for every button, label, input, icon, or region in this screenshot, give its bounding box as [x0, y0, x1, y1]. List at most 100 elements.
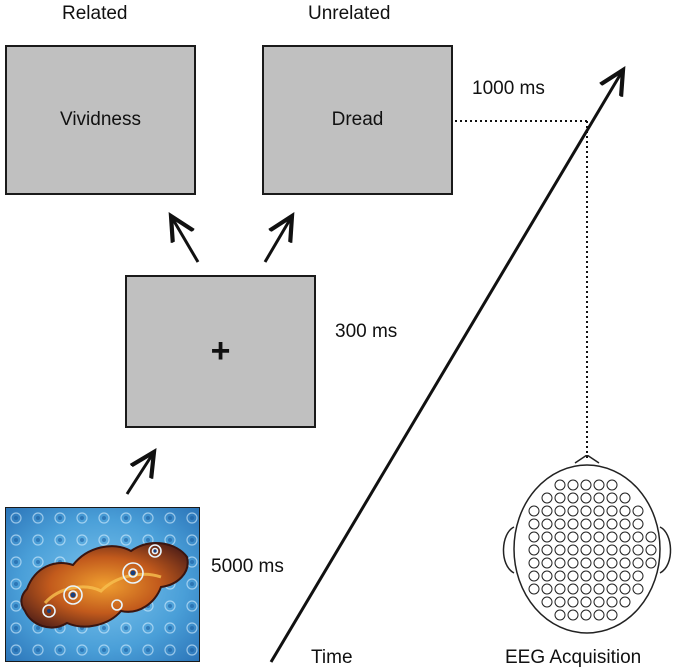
unrelated-word: Dread: [331, 109, 384, 130]
electrode: [580, 609, 592, 621]
arrow-image-to-fixation: [125, 452, 154, 495]
electrode: [541, 557, 553, 569]
electrode: [593, 557, 605, 569]
electrode: [619, 557, 631, 569]
related-word: Vividness: [60, 109, 141, 130]
electrode: [541, 596, 553, 608]
electrode: [567, 596, 579, 608]
electrode: [554, 544, 566, 556]
electrode: [567, 583, 579, 595]
electrode: [541, 518, 553, 530]
header-unrelated: Unrelated: [308, 3, 391, 24]
electrode: [541, 544, 553, 556]
electrode: [567, 557, 579, 569]
electrode: [632, 531, 644, 543]
electrode: [541, 570, 553, 582]
electrode: [554, 531, 566, 543]
electrode: [567, 518, 579, 530]
electrode: [619, 583, 631, 595]
electrode: [593, 544, 605, 556]
header-related: Related: [62, 3, 128, 24]
electrode: [632, 557, 644, 569]
electrode: [580, 505, 592, 517]
electrode: [541, 583, 553, 595]
electrode: [554, 609, 566, 621]
electrode: [606, 505, 618, 517]
electrode: [580, 557, 592, 569]
electrode: [645, 544, 657, 556]
electrode: [528, 531, 540, 543]
electrode: [554, 479, 566, 491]
timing-image: 5000 ms: [211, 556, 284, 577]
electrode: [593, 570, 605, 582]
unrelated-word-box: Dread: [262, 45, 453, 195]
eeg-head-icon: [502, 455, 672, 634]
timing-fixation: 300 ms: [335, 321, 398, 342]
fixation-cross: +: [210, 332, 231, 370]
electrode: [554, 492, 566, 504]
related-word-box: Vividness: [5, 45, 196, 195]
electrode: [606, 492, 618, 504]
fixation-box: +: [125, 275, 316, 428]
electrode: [567, 544, 579, 556]
electrode: [619, 544, 631, 556]
electrode: [580, 531, 592, 543]
electrode: [619, 531, 631, 543]
electrode: [593, 479, 605, 491]
electrode: [580, 492, 592, 504]
electrode: [606, 531, 618, 543]
electrode: [606, 557, 618, 569]
electrode: [567, 609, 579, 621]
electrode: [632, 570, 644, 582]
electrode: [567, 570, 579, 582]
electrode: [528, 570, 540, 582]
eeg-label: EEG Acquisition: [505, 647, 642, 668]
electrode: [554, 596, 566, 608]
electrode: [606, 544, 618, 556]
electrode: [580, 544, 592, 556]
electrode: [593, 596, 605, 608]
electrode: [580, 479, 592, 491]
electrode: [593, 505, 605, 517]
electrode: [541, 492, 553, 504]
electrode: [554, 505, 566, 517]
electrode: [619, 596, 631, 608]
electrode: [619, 492, 631, 504]
electrode: [567, 479, 579, 491]
electrode: [606, 596, 618, 608]
electrode: [593, 583, 605, 595]
electrode: [554, 518, 566, 530]
electrode: [632, 544, 644, 556]
electrode: [593, 531, 605, 543]
electrode: [541, 531, 553, 543]
timing-word: 1000 ms: [472, 78, 545, 99]
electrode: [528, 518, 540, 530]
electrode: [567, 505, 579, 517]
electrode: [580, 518, 592, 530]
electrode: [528, 557, 540, 569]
electrode: [619, 518, 631, 530]
electrode: [645, 557, 657, 569]
electrode: [528, 505, 540, 517]
electrode: [528, 544, 540, 556]
arrow-fixation-to-unrelated: [263, 216, 292, 263]
electrode: [606, 609, 618, 621]
electrode: [580, 596, 592, 608]
electrode: [593, 609, 605, 621]
arrow-fixation-to-related: [171, 216, 200, 263]
electrode: [593, 518, 605, 530]
electrode: [606, 570, 618, 582]
electrode: [632, 583, 644, 595]
electrode: [554, 557, 566, 569]
electrode: [606, 583, 618, 595]
electrode: [619, 505, 631, 517]
electrode: [528, 583, 540, 595]
electrode: [606, 518, 618, 530]
electrode: [580, 570, 592, 582]
fractal-image: [5, 507, 200, 662]
electrode: [567, 492, 579, 504]
electrode: [632, 505, 644, 517]
electrode: [593, 492, 605, 504]
electrode: [567, 531, 579, 543]
